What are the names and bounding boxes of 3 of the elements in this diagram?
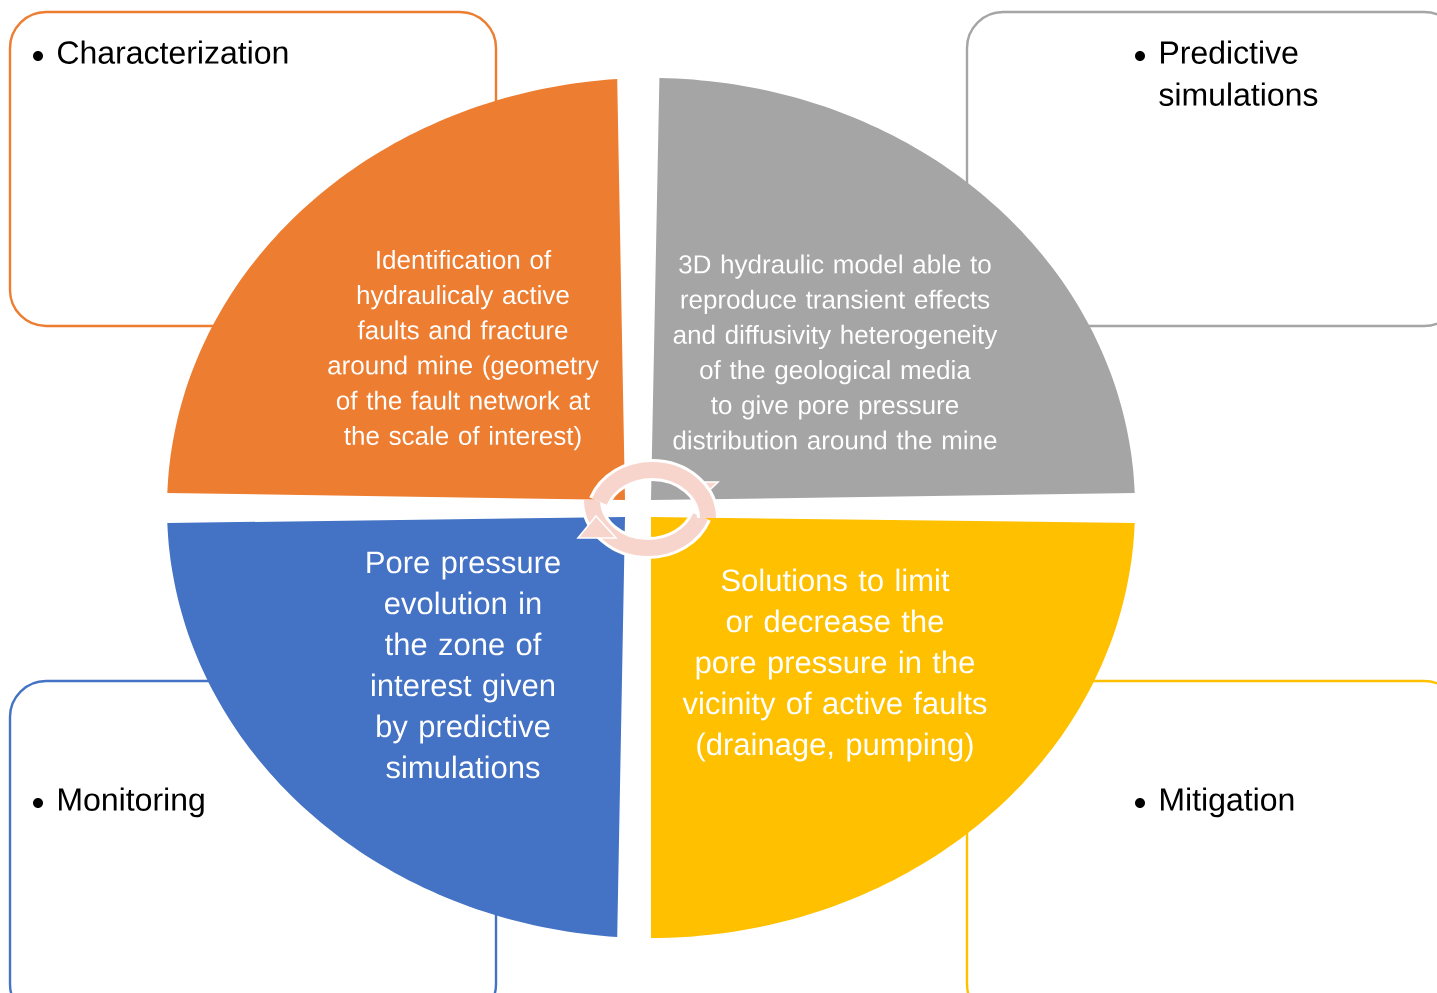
quadrant-segment: Solutions to limit or decrease the pore pressure in the vicinity of active faults (drainage, pumping) [651, 517, 1135, 938]
quadrant-segment: 3D hydraulic model able to reproduce transient effects and diffusivity heterogeneity of the geological media to give pore pressure distribution around the mine [651, 78, 1135, 500]
quadrant-segment: Identification of hydraulicaly active faults and fracture around mine (geometry of the fault network at the scale of interest) [167, 79, 625, 500]
